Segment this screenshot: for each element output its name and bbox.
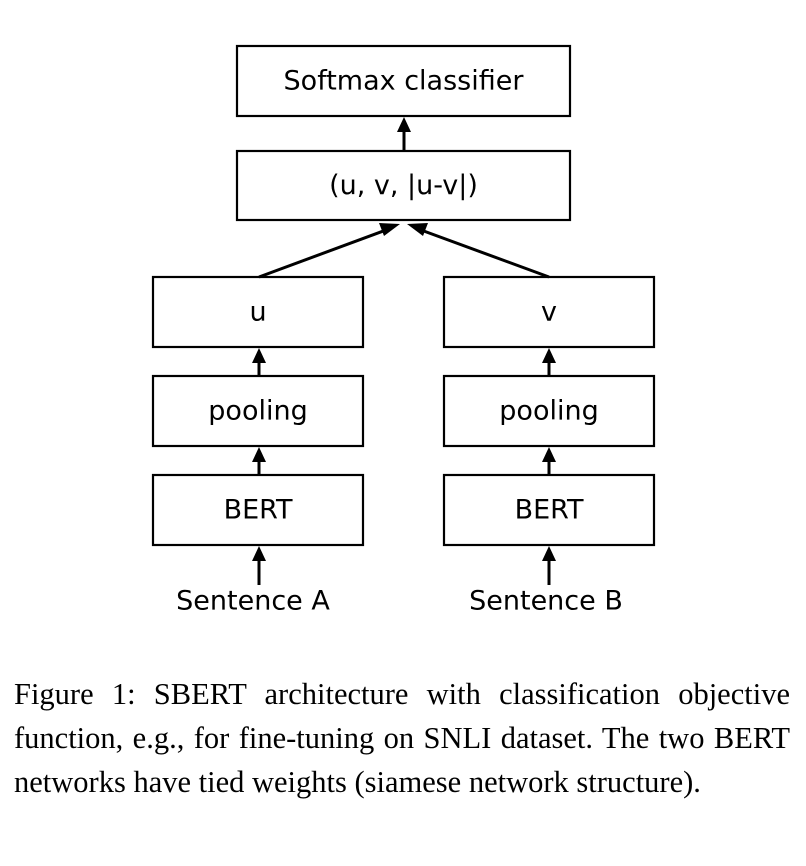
node-box [151, 473, 365, 547]
edge-v-to-concat [407, 223, 550, 279]
node-label: (u, v, |u-v|) [329, 170, 478, 201]
node-box [235, 44, 572, 118]
edge-pooling-a-to-u [252, 348, 266, 376]
node-box [442, 374, 656, 448]
node-bert-b: BERT [442, 473, 656, 547]
edge-concat-to-softmax [397, 117, 411, 151]
node-label: BERT [515, 495, 584, 526]
edge-sentence-b-to-bert-b [542, 546, 556, 585]
node-box [442, 275, 656, 349]
node-label: u [249, 297, 266, 328]
node-box [235, 149, 572, 222]
node-bert-a: BERT [151, 473, 365, 547]
input-sentence-b: Sentence B [469, 586, 623, 617]
figure-caption: Figure 1: SBERT architecture with classi… [14, 677, 790, 799]
node-softmax: Softmax classifier [235, 44, 572, 118]
edge-sentence-a-to-bert-a [252, 546, 266, 585]
input-sentence-a: Sentence A [176, 586, 330, 617]
edge-u-to-concat [258, 223, 400, 279]
node-box [151, 275, 365, 349]
node-v: v [442, 275, 656, 349]
edge-bert-a-to-pooling-a [252, 447, 266, 475]
node-label: Softmax classifier [284, 66, 525, 97]
node-label: BERT [224, 495, 293, 526]
edge-pooling-b-to-v [542, 348, 556, 376]
node-pooling-b: pooling [442, 374, 656, 448]
node-label: pooling [208, 396, 307, 427]
node-box [151, 374, 365, 448]
node-u: u [151, 275, 365, 349]
node-pooling-a: pooling [151, 374, 365, 448]
node-box [442, 473, 656, 547]
node-label: pooling [499, 396, 598, 427]
architecture-diagram: Softmax classifier (u, v, |u-v|) u v poo… [151, 44, 656, 617]
node-label: v [541, 297, 557, 328]
node-concat: (u, v, |u-v|) [235, 149, 572, 222]
edge-bert-b-to-pooling-b [542, 447, 556, 475]
